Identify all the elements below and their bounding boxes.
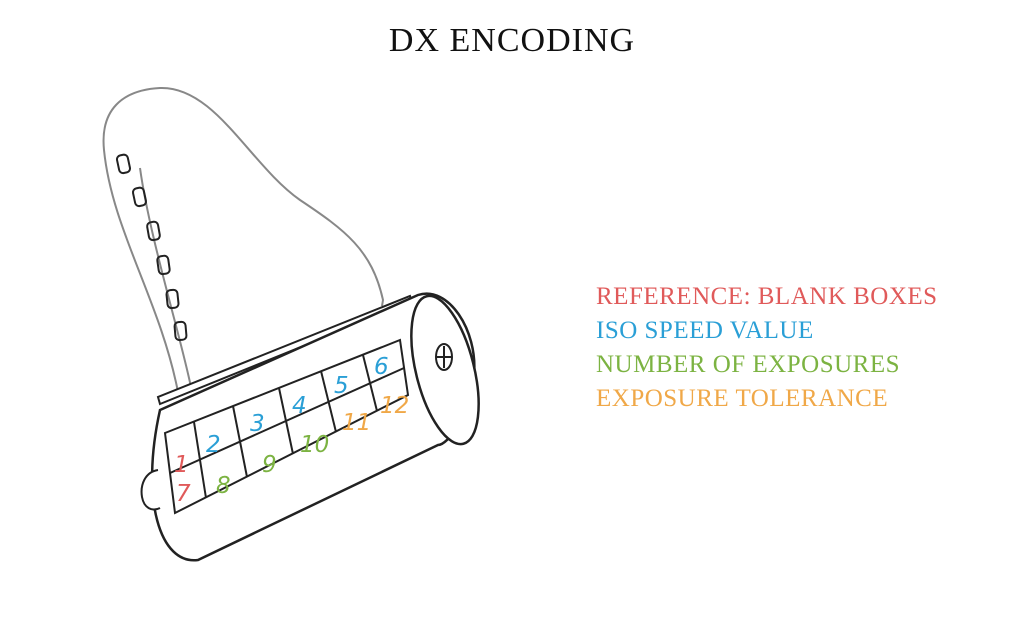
perforation — [156, 254, 171, 276]
legend-item-iso-speed: ISO SPEED VALUE — [596, 317, 814, 344]
dx-grid-col-line — [320, 370, 337, 433]
dx-grid-col-line — [362, 354, 378, 412]
dx-cell-label: 4 — [292, 393, 307, 419]
perforation — [131, 186, 147, 208]
dx-cell-label: 7 — [176, 481, 191, 507]
canister-knob — [140, 469, 161, 511]
film-leader — [102, 86, 385, 393]
perforation — [115, 153, 131, 175]
dx-grid-col-line — [193, 421, 207, 499]
perforation — [146, 220, 161, 242]
film-leader-edge — [139, 167, 193, 393]
dx-grid-col-line — [232, 405, 248, 478]
dx-cell-label: 6 — [374, 354, 389, 380]
dx-cell-label: 12 — [380, 393, 409, 419]
legend-item-exposures: NUMBER OF EXPOSURES — [596, 351, 901, 378]
legend-item-reference: REFERENCE: BLANK BOXES — [596, 283, 938, 310]
dx-grid-col-line — [278, 387, 294, 455]
perforation — [165, 288, 180, 310]
dx-code-grid — [163, 338, 410, 515]
dx-cell-label: 10 — [300, 432, 329, 458]
dx-cell-label: 9 — [262, 452, 277, 478]
diagram-title: DX ENCODING — [388, 22, 636, 59]
dx-cell-label: 11 — [342, 410, 371, 436]
dx-grid-midline — [169, 367, 405, 474]
dx-cell-label: 1 — [174, 452, 189, 478]
dx-cell-label: 3 — [250, 411, 265, 437]
perforation — [173, 320, 188, 342]
dx-cell-label: 2 — [206, 432, 221, 458]
spool-icon — [435, 343, 453, 371]
dx-cell-label: 8 — [216, 473, 231, 499]
film-perforations — [115, 153, 188, 342]
dx-cell-label: 5 — [334, 373, 349, 399]
legend: REFERENCE: BLANK BOXES ISO SPEED VALUE N… — [596, 280, 938, 416]
legend-item-tolerance: EXPOSURE TOLERANCE — [596, 385, 889, 412]
